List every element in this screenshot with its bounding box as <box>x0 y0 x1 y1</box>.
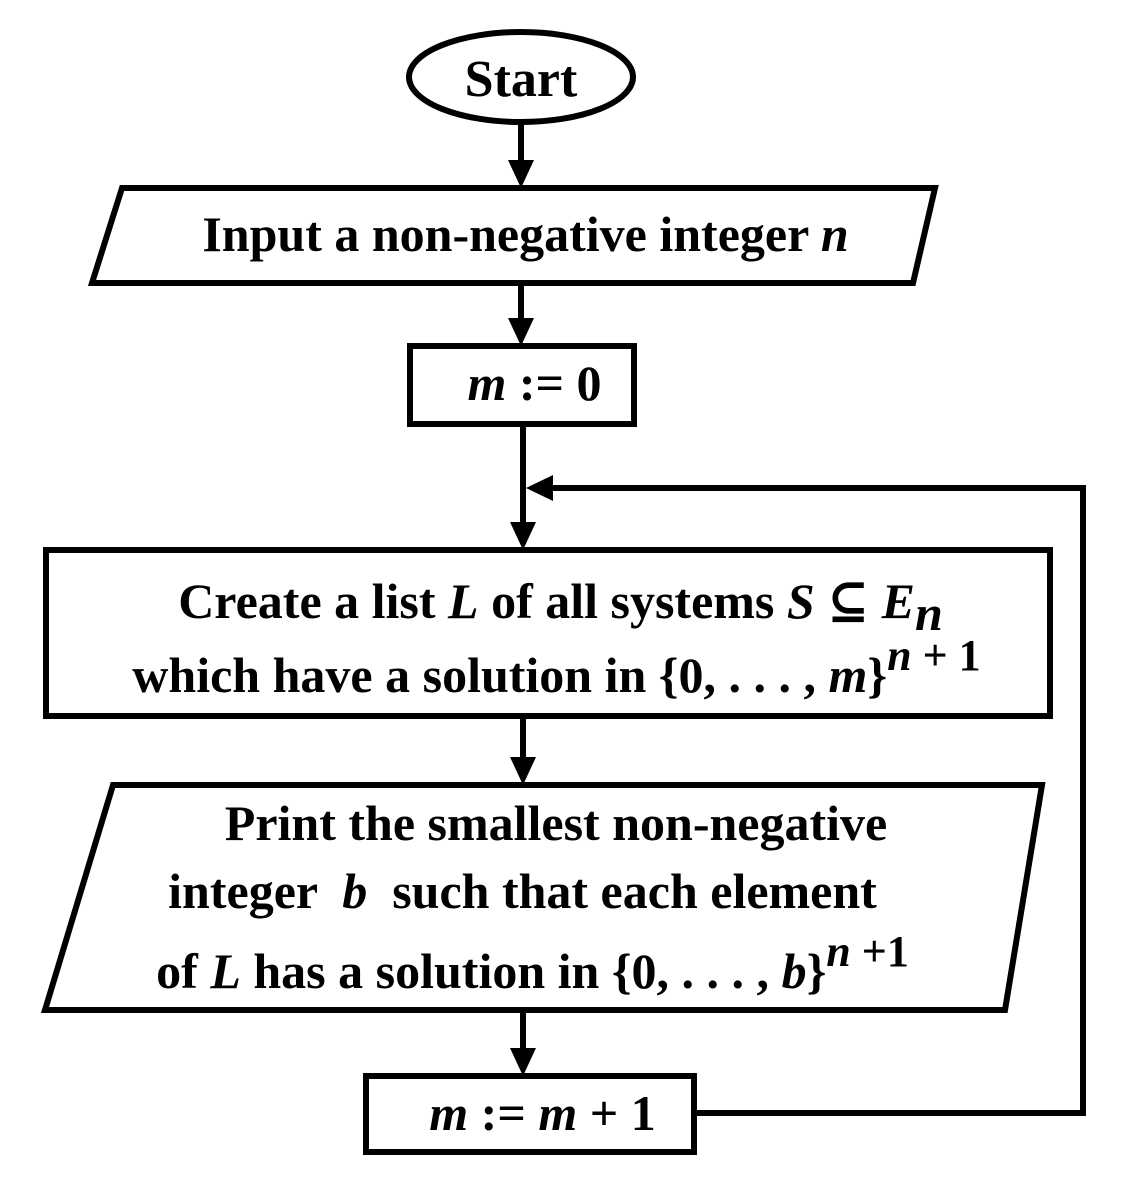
input-label: Input a non-negative integer n <box>115 206 911 262</box>
start-label: Start <box>465 51 578 108</box>
edge-print-to-increment <box>510 1012 536 1076</box>
edge-init-to-create <box>510 426 536 550</box>
print-line-2: integer b such that each element <box>81 863 940 919</box>
edge-create-to-print <box>510 718 536 785</box>
node-start: Start <box>406 29 636 125</box>
create-line-2: which have a solution in {0, . . . , m}n… <box>45 625 1043 703</box>
node-increment: m := m + 1 <box>342 1073 718 1155</box>
edge-input-to-init <box>508 285 534 346</box>
node-print: Print the smallest non-negative integer … <box>40 782 1046 1013</box>
node-create: Create a list L of all systems S ⊆ En wh… <box>43 547 1053 719</box>
increment-label: m := m + 1 <box>342 1085 718 1141</box>
node-input: Input a non-negative integer n <box>87 185 939 286</box>
node-init: m := 0 <box>380 343 664 427</box>
print-line-3: of L has a solution in {0, . . . , b}n +… <box>69 921 972 999</box>
edge-start-to-input <box>508 122 534 188</box>
print-line-1: Print the smallest non-negative <box>225 795 887 851</box>
create-line-1: Create a list L of all systems S ⊆ En <box>91 573 1006 641</box>
edge-loop-back <box>526 475 1086 1116</box>
init-label: m := 0 <box>380 355 664 411</box>
